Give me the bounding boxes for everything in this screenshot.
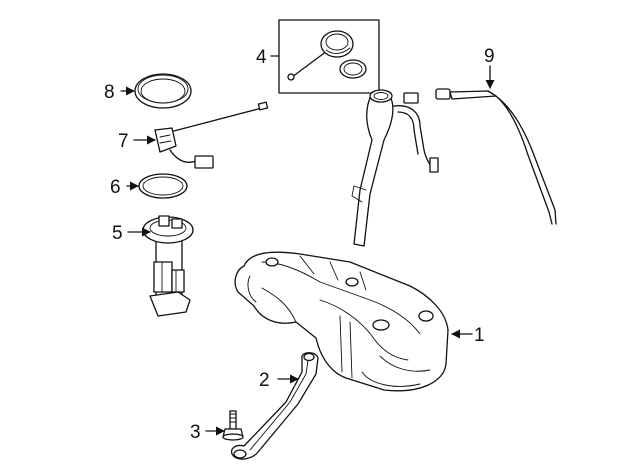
- callout-6: 6: [110, 177, 121, 198]
- callout-9: 9: [484, 46, 495, 67]
- callout-3: 3: [190, 422, 201, 443]
- callout-8: 8: [104, 82, 115, 103]
- leader-lines: [120, 55, 495, 436]
- part-2-tank-strap: [230, 352, 319, 460]
- callout-5: 5: [112, 223, 123, 244]
- part-4-fuel-cap-kit: [278, 19, 380, 94]
- callout-2: 2: [259, 370, 270, 391]
- callout-4: 4: [256, 47, 267, 68]
- part-5-fuel-pump-module: [142, 215, 194, 317]
- part-8-lock-ring: [134, 73, 192, 109]
- part-1-fuel-tank: [234, 89, 449, 392]
- callout-1: 1: [474, 325, 485, 346]
- callout-7: 7: [118, 131, 129, 152]
- part-7-level-sensor: [154, 101, 269, 169]
- part-6-o-ring: [138, 173, 188, 199]
- part-9-vent-hose: [435, 88, 557, 225]
- part-3-bolt: [222, 410, 244, 441]
